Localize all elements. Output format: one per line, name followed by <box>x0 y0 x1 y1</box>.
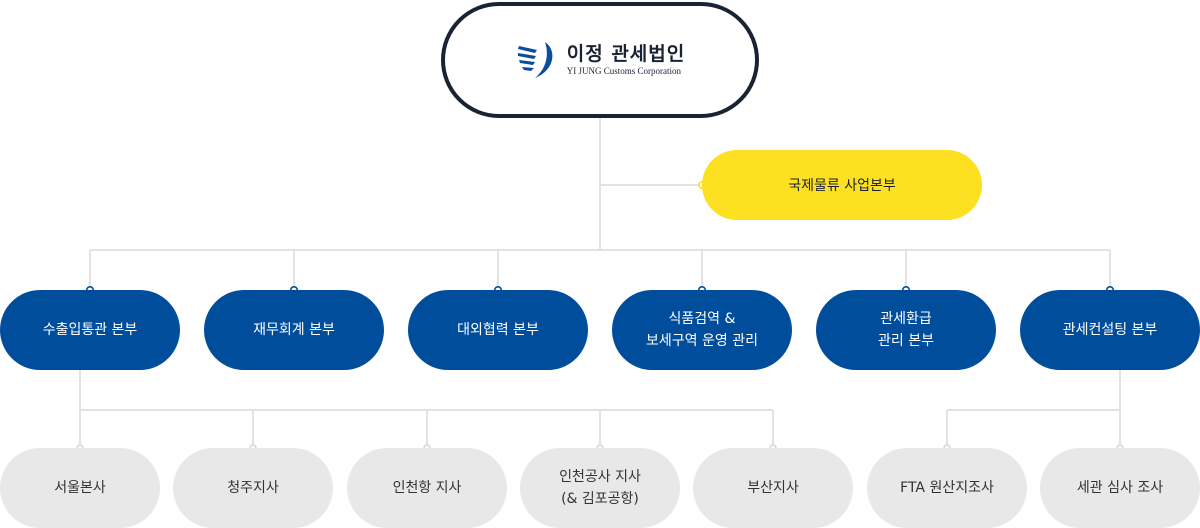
company-name-en: YI JUNG Customs Corporation <box>566 66 681 76</box>
branch-node: 인천공사 지사 (& 김포공항) <box>520 448 680 528</box>
branch-node: 인천항 지사 <box>347 448 507 528</box>
branch-node: 청주지사 <box>173 448 333 528</box>
branch-label: 세관 심사 조사 <box>1076 480 1164 496</box>
branch-label: 인천항 지사 <box>392 480 462 496</box>
branch-node: FTA 원산지조사 <box>867 448 1027 528</box>
division-label: 수출입통관 본부 <box>42 322 138 338</box>
division-label: 식품검역 & 보세구역 운영 관리 <box>646 311 758 349</box>
division-node: 수출입통관 본부 <box>0 290 180 370</box>
special-division-label: 국제물류 사업본부 <box>788 178 896 194</box>
division-node: 관세컨설팅 본부 <box>1020 290 1200 370</box>
division-label: 대외협력 본부 <box>457 322 539 338</box>
branch-label: 서울본사 <box>54 480 106 496</box>
branch-label: FTA 원산지조사 <box>900 480 994 496</box>
company-name-ko: 이정 관세법인 <box>566 43 686 65</box>
division-node: 대외협력 본부 <box>408 290 588 370</box>
special-division-node: 국제물류 사업본부 <box>702 150 982 220</box>
branch-node: 부산지사 <box>693 448 853 528</box>
division-node: 관세환급 관리 본부 <box>816 290 996 370</box>
branch-node: 서울본사 <box>0 448 160 528</box>
division-label: 관세환급 관리 본부 <box>878 311 934 349</box>
division-node: 식품검역 & 보세구역 운영 관리 <box>612 290 792 370</box>
division-label: 관세컨설팅 본부 <box>1062 322 1158 338</box>
branch-node: 세관 심사 조사 <box>1040 448 1200 528</box>
division-node: 재무회계 본부 <box>204 290 384 370</box>
branch-label: 인천공사 지사 (& 김포공항) <box>559 469 641 507</box>
division-label: 재무회계 본부 <box>253 322 335 338</box>
branch-label: 부산지사 <box>747 480 799 496</box>
root-company-node: 이정 관세법인 YI JUNG Customs Corporation <box>441 2 759 118</box>
swoosh-logo-icon <box>517 42 553 78</box>
branch-label: 청주지사 <box>227 480 279 496</box>
